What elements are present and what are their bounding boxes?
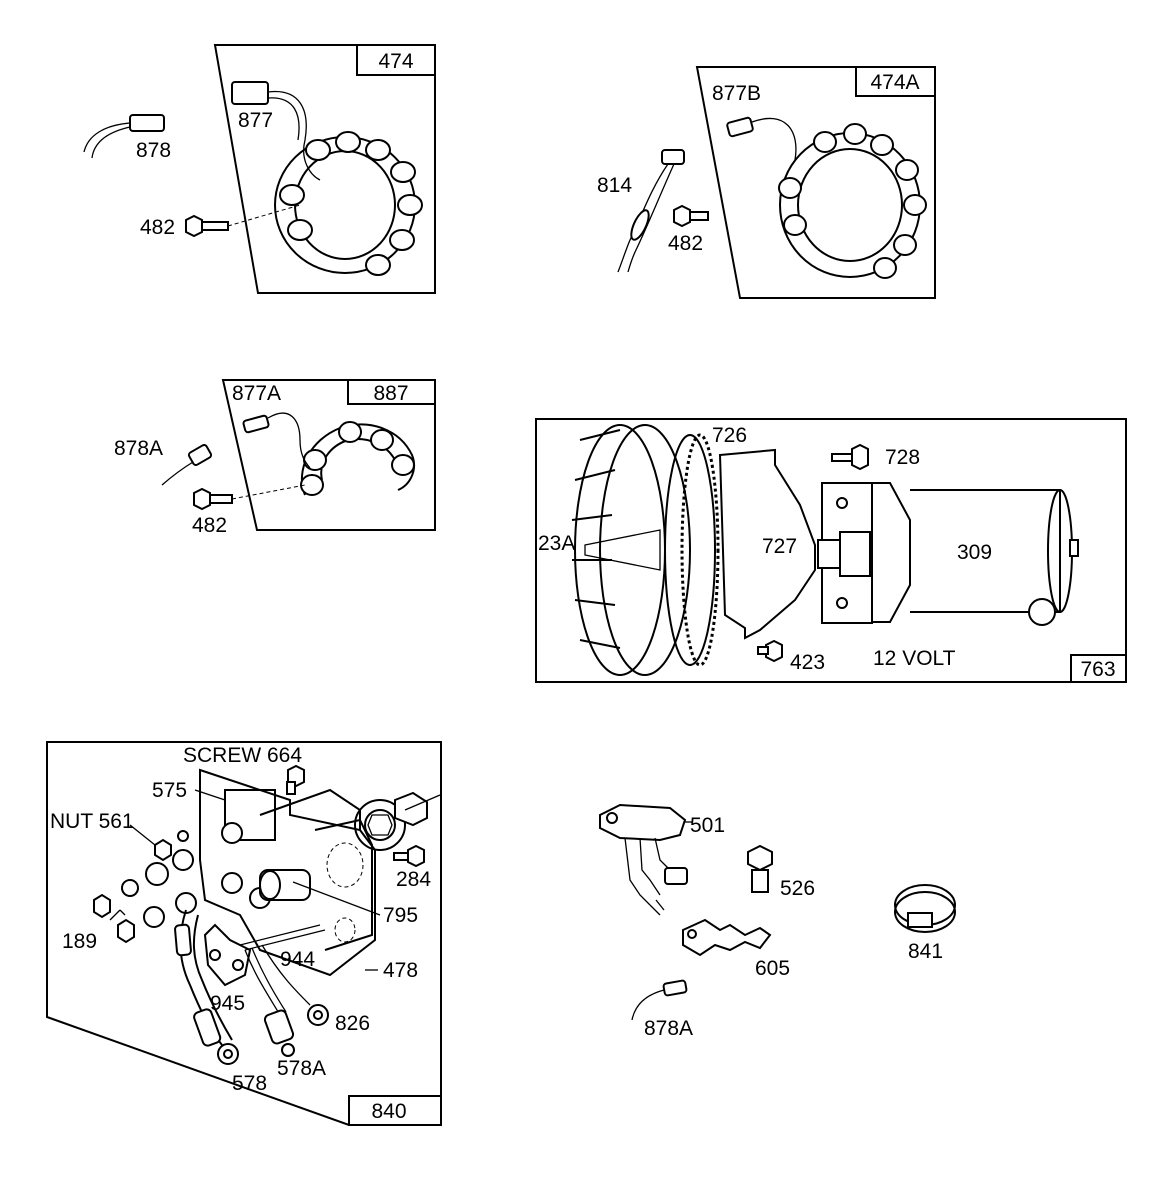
kit-887-number-box (347, 379, 436, 405)
nut-561-icon (121, 830, 197, 914)
wire-878-icon (83, 114, 165, 159)
label-578a: 578A (277, 1057, 326, 1080)
label-814: 814 (597, 174, 632, 197)
wire-878a-a-icon (161, 444, 213, 486)
screw-728-icon (831, 443, 869, 471)
screw-423-icon (757, 639, 783, 663)
kit-763-number-box (1070, 654, 1127, 683)
kit-840-number: 840 (371, 1100, 406, 1123)
stator-474a-icon (778, 123, 927, 279)
kit-763-number: 763 (1080, 658, 1115, 681)
hose-clamp-841-icon (894, 884, 956, 933)
wire-814-icon (617, 149, 685, 273)
screw-482-c-icon (193, 484, 306, 511)
label-284: 284 (396, 868, 431, 891)
starter-motor-icon (817, 482, 1079, 626)
kit-474a-group: 474A 877B 814 4 (597, 66, 936, 299)
label-526: 526 (780, 877, 815, 900)
label-826: 826 (335, 1012, 370, 1035)
label-878a-a: 878A (114, 437, 163, 460)
label-575: 575 (152, 779, 187, 802)
label-482-b: 482 (668, 232, 703, 255)
clip-605-icon (682, 918, 772, 957)
label-578: 578 (232, 1072, 267, 1095)
flywheel-fan-icon (571, 424, 720, 676)
cable-578a-icon (244, 947, 295, 1057)
kit-763-group: 763 (535, 418, 1127, 683)
stator-887-icon (300, 421, 416, 496)
label-877: 877 (238, 109, 273, 132)
label-795: 795 (383, 904, 418, 927)
connector-877b-icon (726, 116, 797, 161)
label-878: 878 (136, 139, 171, 162)
solenoid-bracket-icon (199, 768, 376, 977)
label-478: 478 (383, 959, 418, 982)
kit-474-group: 474 (83, 44, 436, 294)
label-945: 945 (210, 992, 245, 1015)
rectifier-501-icon (599, 803, 692, 916)
bracket-727-icon (718, 448, 816, 640)
kit-763-frame (535, 418, 1127, 683)
loose-parts-group: 501 526 841 605 878A (599, 803, 956, 1040)
kit-887-group: 887 877A 878A 482 (114, 379, 436, 537)
label-877b: 877B (712, 82, 761, 105)
cable-826-icon (261, 944, 329, 1026)
stator-474-icon (274, 131, 423, 276)
label-423: 423 (790, 651, 825, 674)
label-944: 944 (280, 948, 315, 971)
label-878a-b: 878A (644, 1017, 693, 1040)
kit-840-group: 840 (46, 741, 442, 1126)
bolt-526-icon (747, 844, 773, 893)
connector-877-icon (231, 81, 321, 181)
kit-474a-number: 474A (870, 71, 919, 94)
kit-474-number-box (356, 44, 436, 76)
label-screw-664: SCREW 664 (183, 744, 302, 767)
label-727: 727 (762, 535, 797, 558)
lock-washer-icon (354, 791, 441, 851)
screw-482-a-icon (185, 204, 301, 238)
screw-664-icon (286, 764, 305, 795)
nut-189-icon (93, 893, 165, 944)
label-nut-561: NUT 561 (50, 810, 134, 833)
label-841: 841 (908, 940, 943, 963)
kit-887-number: 887 (373, 382, 408, 405)
label-189: 189 (62, 930, 97, 953)
wire-878a-b-icon (631, 979, 688, 1021)
screw-482-b-icon (673, 204, 709, 228)
terminal-945-icon (203, 923, 326, 987)
label-23a: 23A (538, 532, 575, 555)
label-728: 728 (885, 446, 920, 469)
label-877a: 877A (232, 382, 281, 405)
kit-474a-number-box (855, 66, 936, 97)
kit-474-number: 474 (378, 50, 413, 73)
label-726: 726 (712, 424, 747, 447)
label-482-a: 482 (140, 216, 175, 239)
label-12-volt: 12 VOLT (873, 647, 956, 670)
label-309: 309 (957, 541, 992, 564)
cable-578-icon (174, 909, 239, 1065)
label-482-c: 482 (192, 514, 227, 537)
kit-840-number-box (348, 1095, 442, 1126)
label-501: 501 (690, 814, 725, 837)
label-605: 605 (755, 957, 790, 980)
connector-877a-icon (242, 412, 311, 469)
screw-284-icon (393, 844, 425, 868)
